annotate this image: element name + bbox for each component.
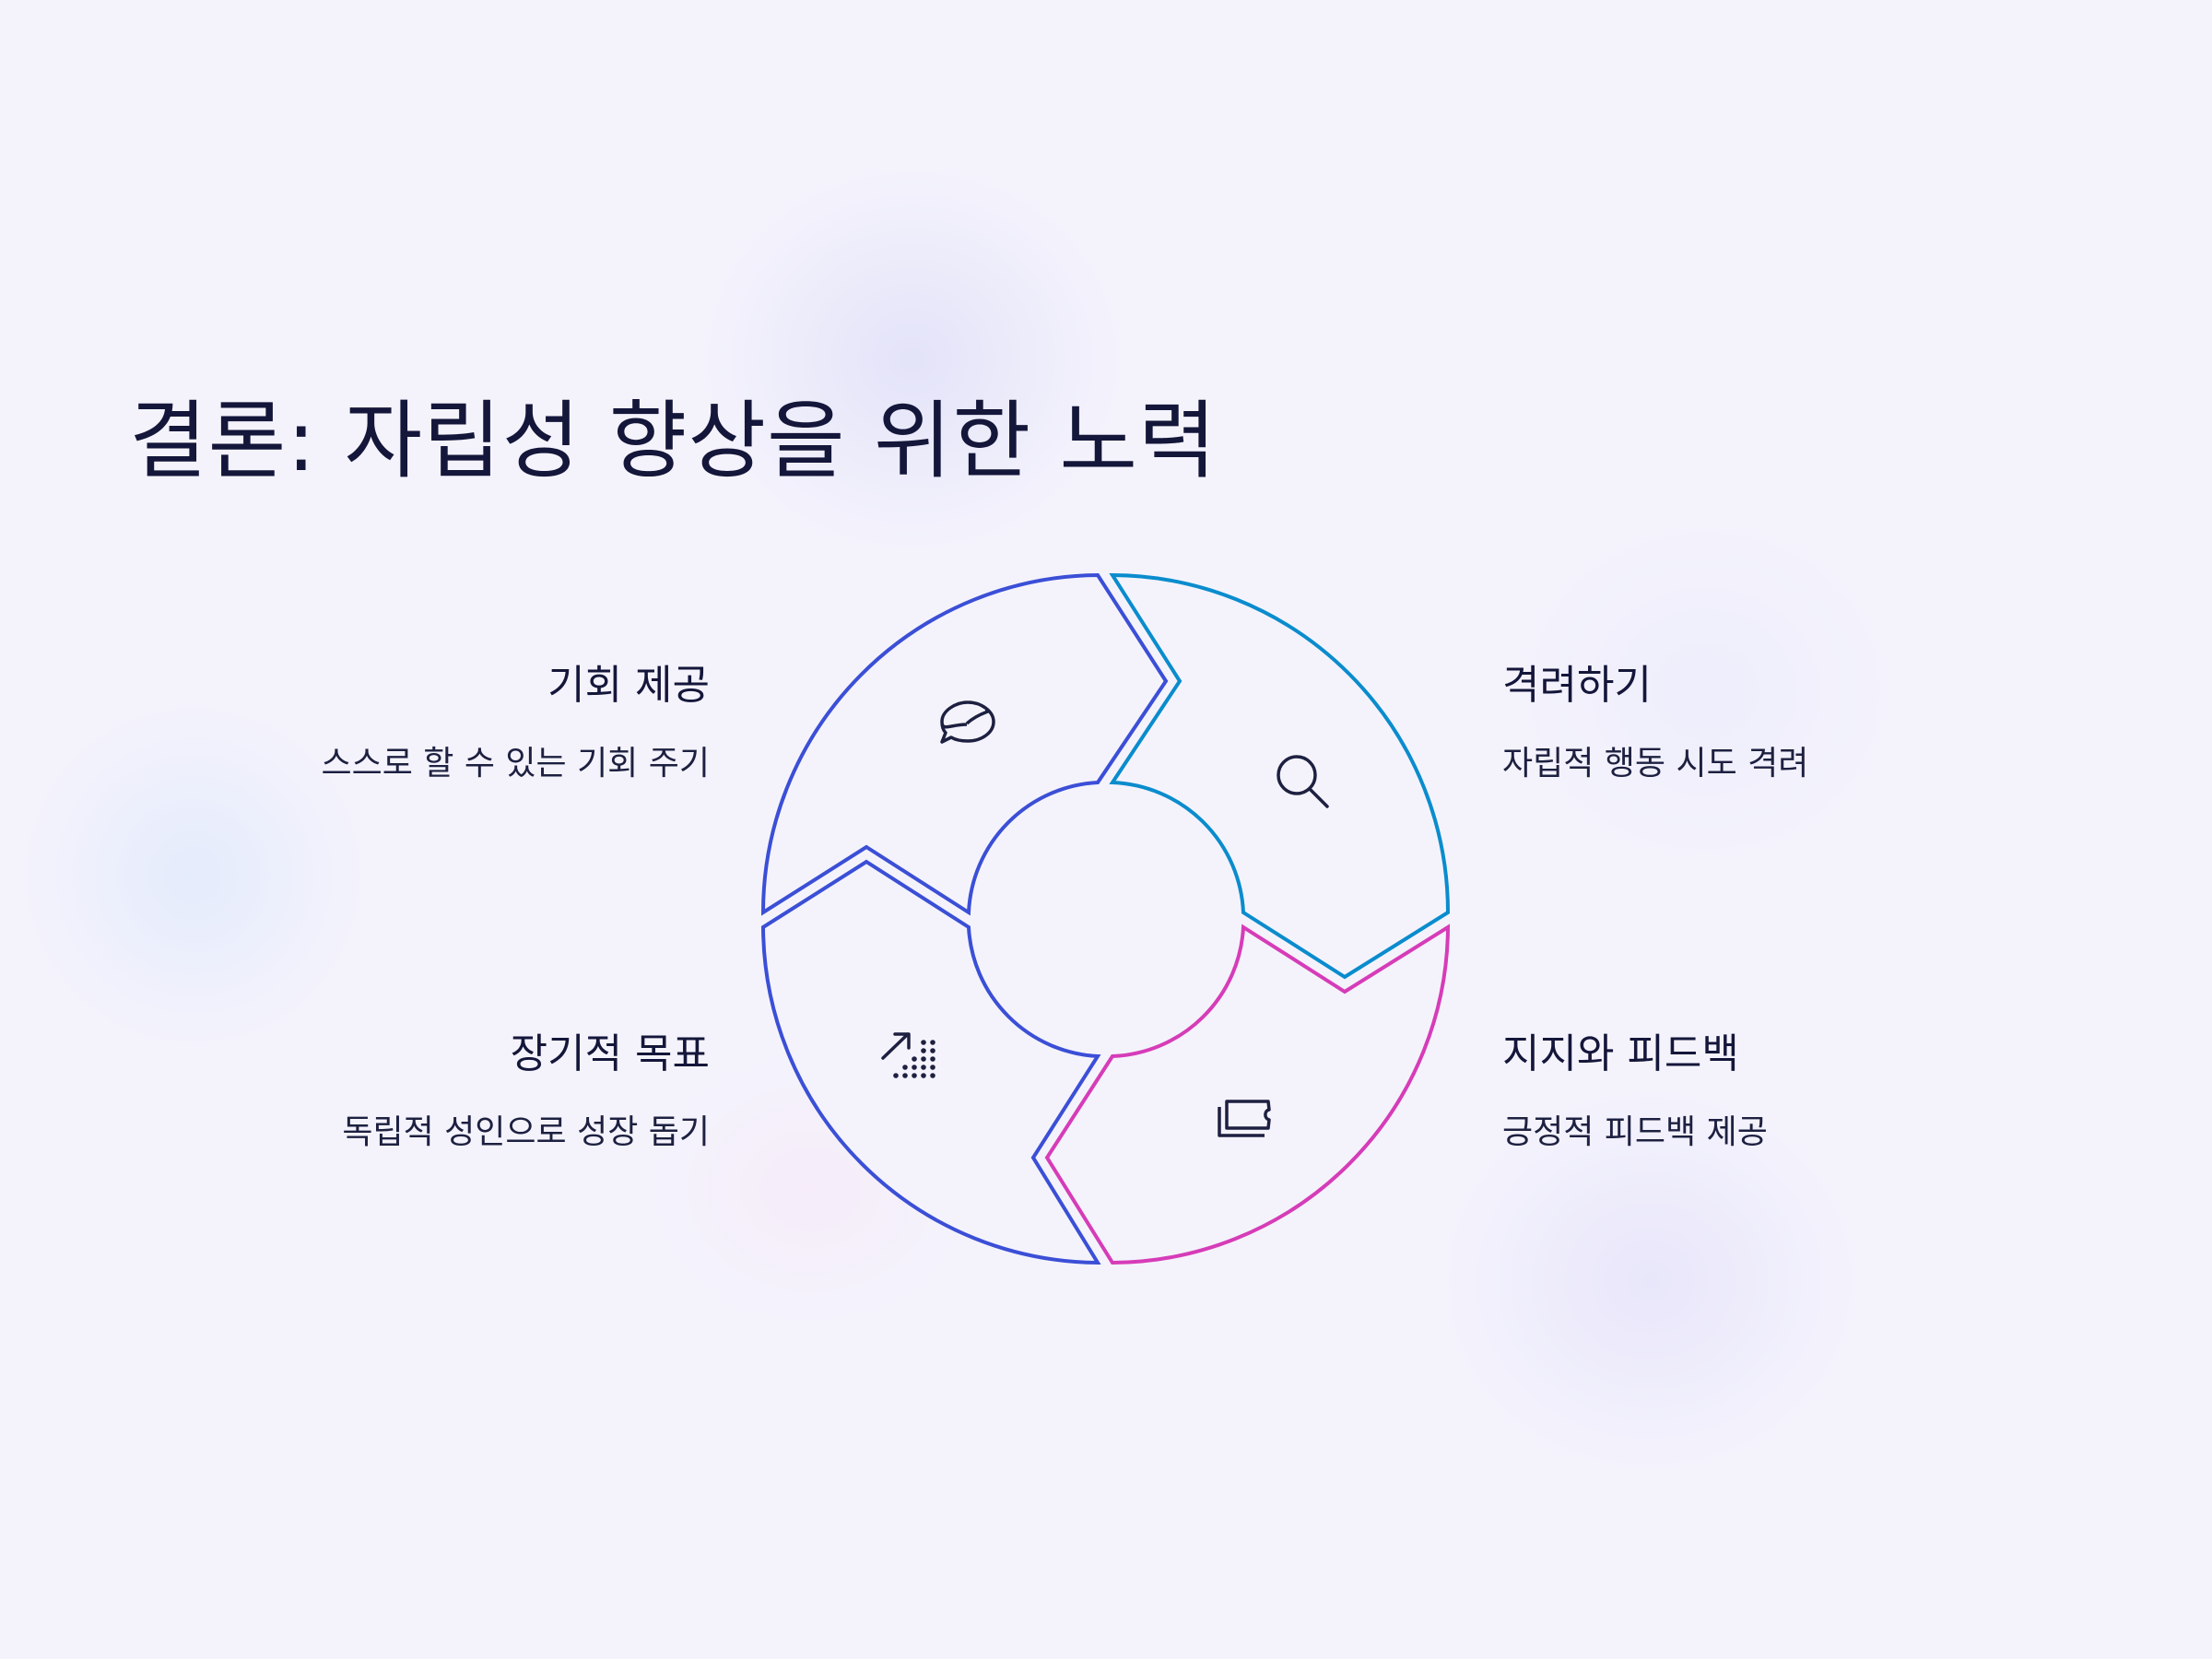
cycle-segment-opportunity bbox=[760, 572, 1169, 916]
segment-label-opportunity: 기회 제공 스스로 할 수 있는 기회 주기 bbox=[46, 662, 710, 783]
segment-title: 지지와 피드백 bbox=[1502, 1030, 1739, 1077]
cycle-segment-feedback bbox=[1044, 924, 1451, 1265]
segment-title: 격려하기 bbox=[1502, 662, 1652, 709]
speech-bubble-icon bbox=[940, 700, 995, 744]
segment-title: 장기적 목표 bbox=[510, 1030, 710, 1077]
ticket-icon bbox=[1218, 1100, 1271, 1137]
segment-label-feedback: 지지와 피드백 긍정적 피드백 제공 bbox=[1502, 1030, 2166, 1152]
magnifier-icon bbox=[1277, 755, 1329, 808]
cycle-segments bbox=[760, 572, 1451, 1265]
segment-description: 스스로 할 수 있는 기회 주기 bbox=[321, 744, 710, 782]
segment-description: 독립적 성인으로 성장 돕기 bbox=[342, 1112, 710, 1151]
growth-chart-icon bbox=[881, 1032, 935, 1078]
segment-label-encourage: 격려하기 자립적 행동 시도 격려 bbox=[1502, 662, 2166, 783]
page-title: 결론: 자립성 향상을 위한 노력 bbox=[129, 392, 1218, 490]
segment-description: 긍정적 피드백 제공 bbox=[1502, 1112, 1768, 1151]
cycle-segment-encourage bbox=[1109, 572, 1451, 980]
segment-label-long-term: 장기적 목표 독립적 성인으로 성장 돕기 bbox=[46, 1030, 710, 1152]
segment-description: 자립적 행동 시도 격려 bbox=[1502, 744, 1809, 782]
segment-title: 기회 제공 bbox=[547, 662, 710, 709]
cycle-segment-long-term bbox=[760, 859, 1101, 1265]
